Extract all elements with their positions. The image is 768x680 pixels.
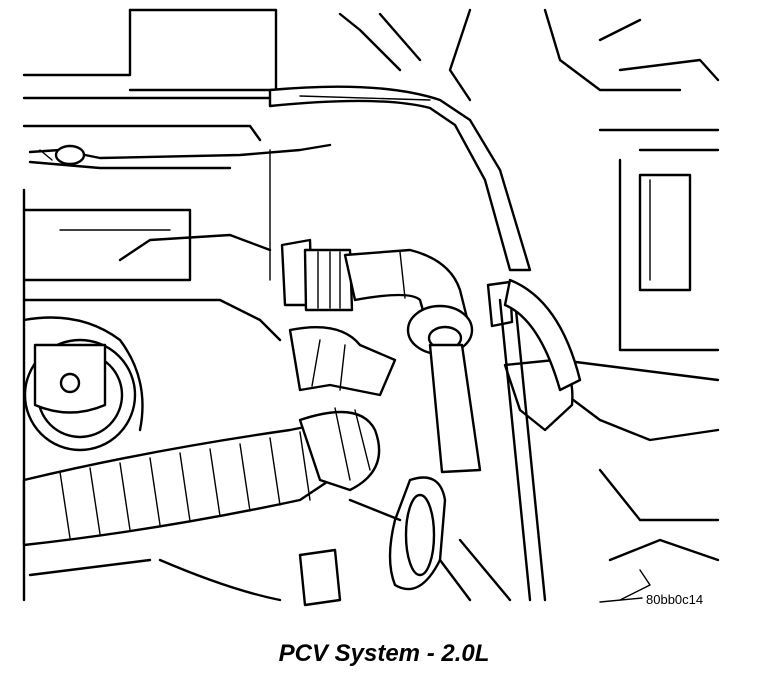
hose-clip	[486, 278, 582, 602]
wiring-harness	[22, 326, 397, 607]
reference-leader	[599, 597, 643, 603]
ground-cable	[28, 143, 332, 170]
valve-cover	[22, 233, 272, 452]
engine-compartment-illustration	[22, 8, 720, 607]
upper-hose	[268, 85, 532, 272]
figure-caption: PCV System - 2.0L	[278, 640, 490, 667]
lower-hoses	[28, 498, 512, 602]
breather-hose	[388, 304, 482, 591]
figure-reference-code: 80bb0c14	[646, 592, 704, 607]
